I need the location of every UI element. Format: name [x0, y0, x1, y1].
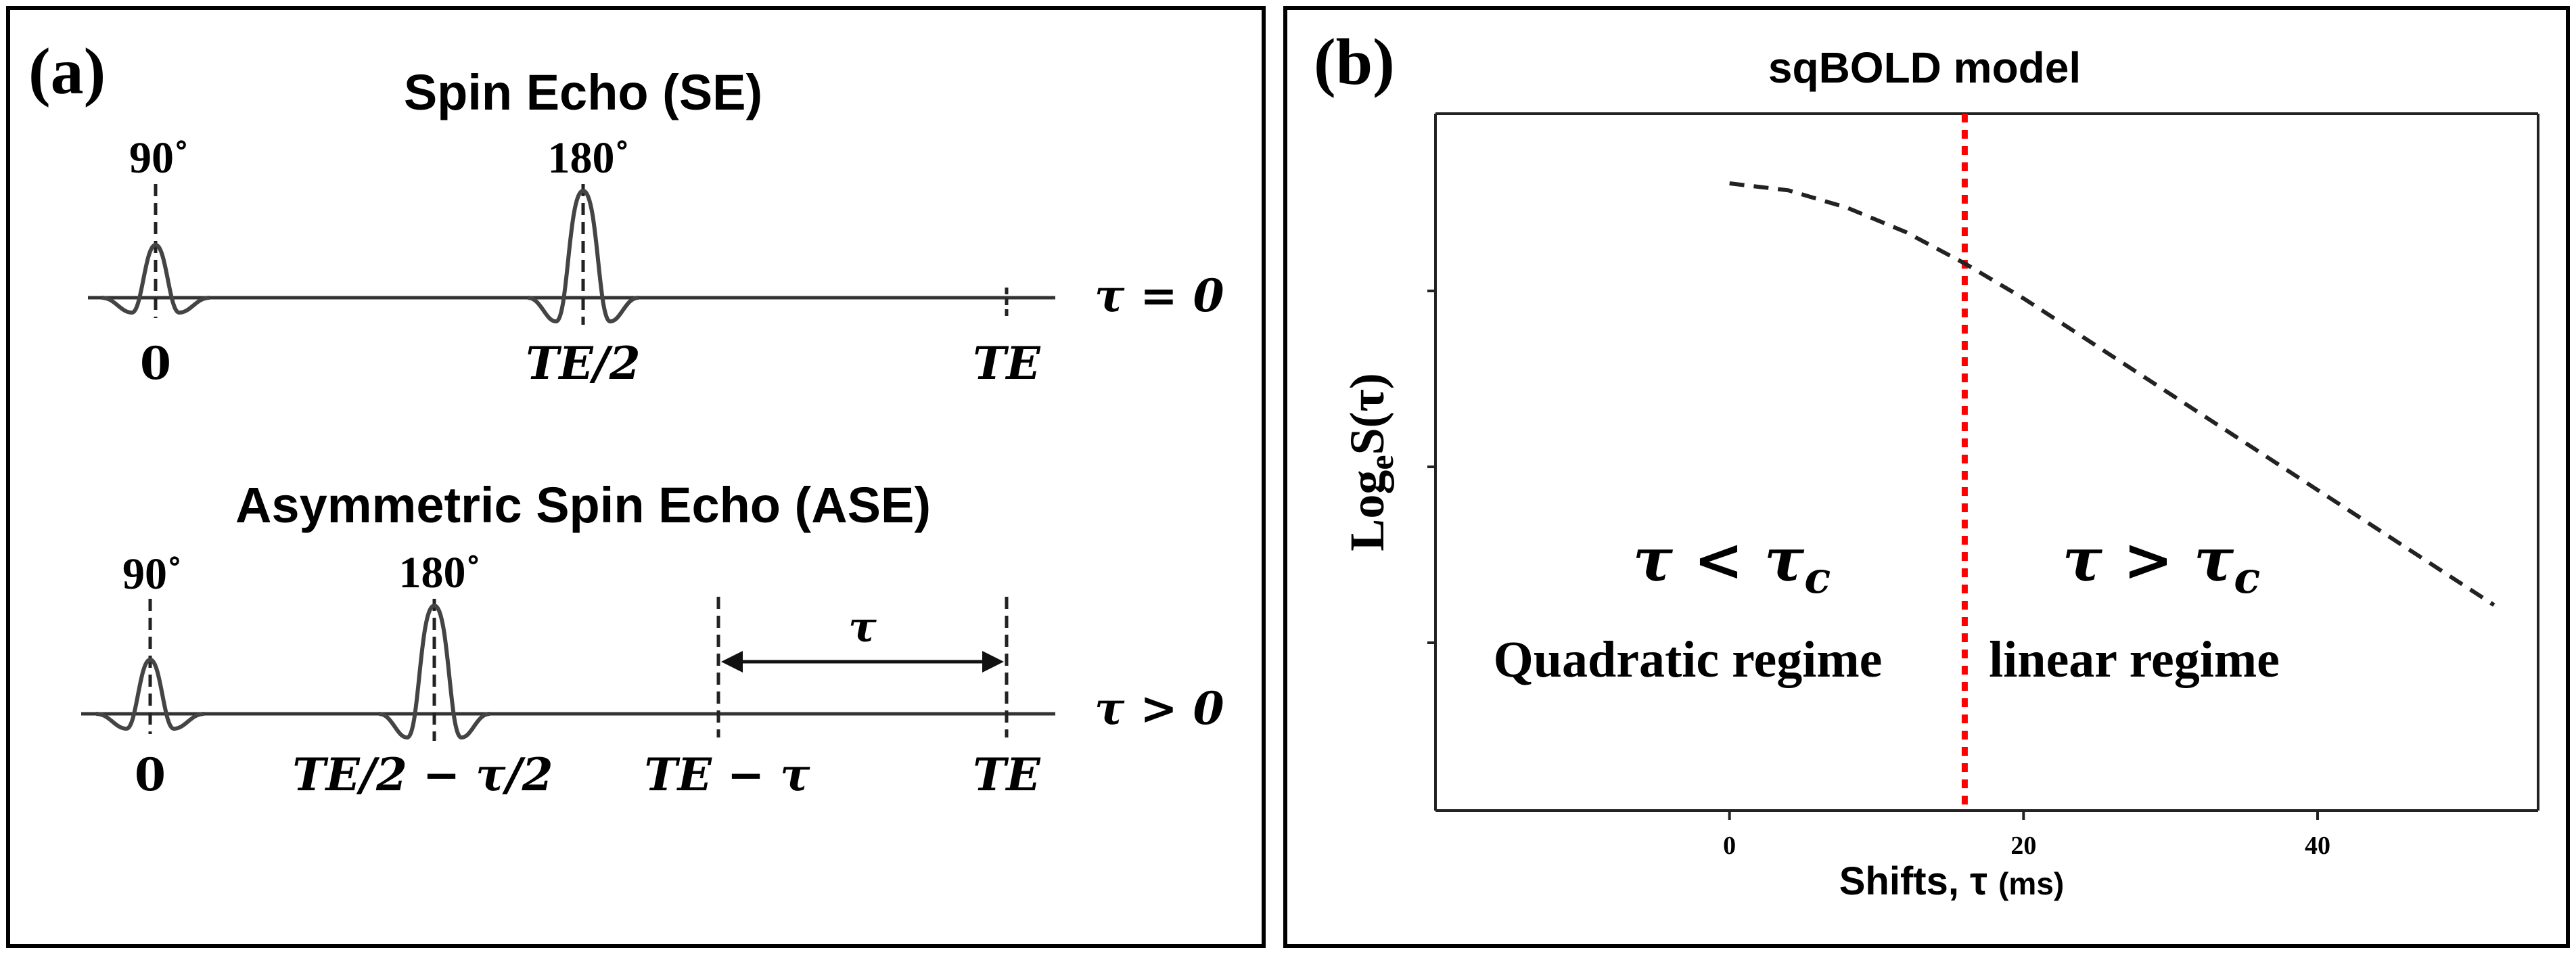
- ase-title: Asymmetric Spin Echo (ASE): [235, 477, 931, 533]
- ase-pulse2-angle: 180˚: [399, 548, 481, 597]
- ase-pulse1-angle: 90˚: [122, 549, 182, 599]
- ase-tick-te: TE: [973, 748, 1041, 801]
- x-tick-label: 40: [2305, 832, 2330, 860]
- ase-condition: τ > 0: [1095, 682, 1224, 735]
- regime-right-condition: τ > τc: [2063, 524, 2260, 604]
- se-title: Spin Echo (SE): [404, 64, 762, 120]
- y-axis-label-rest: S(τ): [1340, 373, 1394, 455]
- y-axis-label-sub: e: [1362, 455, 1400, 470]
- se-condition: τ = 0: [1095, 269, 1224, 322]
- se-pulse2-angle: 180˚: [548, 133, 630, 183]
- se-tick-zero: 0: [140, 337, 171, 390]
- regime-left-cond-main: τ < τ: [1633, 524, 1805, 595]
- panel-a-label: (a): [28, 35, 106, 108]
- x-axis-label: Shifts, τ (ms): [1839, 859, 2064, 903]
- x-tick-label: 0: [1723, 832, 1736, 860]
- x-axis-ticks: 0 20 40: [1723, 811, 2330, 860]
- signal-curve: [1729, 181, 2496, 607]
- se-tick-half: TE/2: [526, 337, 640, 390]
- ase-tick-zero: 0: [135, 748, 166, 801]
- plot-area: [1427, 112, 2539, 812]
- regime-left-name: Quadratic regime: [1494, 631, 1883, 688]
- ase-tick-te-minus: TE − τ: [644, 748, 810, 801]
- regime-right-cond-main: τ > τ: [2063, 524, 2234, 595]
- ase-interval-arrowhead-right: [982, 651, 1004, 673]
- y-axis-label-main: Log: [1340, 470, 1394, 551]
- ase-pulse2-shape: [378, 603, 490, 740]
- panel-b-label: (b): [1314, 26, 1395, 99]
- se-tick-te: TE: [973, 337, 1041, 390]
- regime-right-cond-sub: c: [2234, 553, 2260, 604]
- x-axis-label-space: [1987, 859, 1998, 903]
- regime-left-condition: τ < τc: [1633, 524, 1831, 604]
- regime-left-cond-sub: c: [1804, 553, 1831, 604]
- chart-title: sqBOLD model: [1768, 43, 2081, 92]
- se-pulse1-angle: 90˚: [129, 133, 189, 183]
- x-axis-label-unit: (ms): [1998, 866, 2064, 901]
- x-axis-label-main: Shifts, τ: [1839, 859, 1987, 903]
- panel-a-frame: [6, 6, 1266, 948]
- ase-interval-arrowhead-left: [721, 651, 743, 673]
- se-pulse2-shape: [527, 188, 639, 324]
- ase-pulse1-shape: [95, 657, 205, 731]
- x-tick-label: 20: [2010, 832, 2036, 860]
- ase-tick-half: TE/2 − τ/2: [292, 748, 553, 801]
- panel-b-frame: [1283, 6, 2570, 948]
- se-pulse1-shape: [101, 242, 210, 315]
- y-axis-label: LogeS(τ): [1340, 373, 1400, 551]
- regime-right-name: linear regime: [1989, 631, 2280, 688]
- ase-interval-label: τ: [848, 602, 877, 652]
